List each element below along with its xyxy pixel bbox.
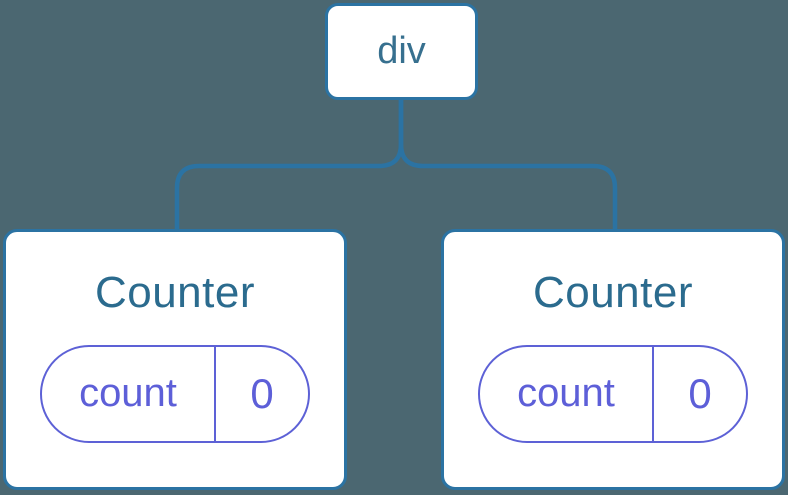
state-value-cell: 0: [654, 347, 746, 441]
counter-title: Counter: [94, 268, 256, 317]
state-pill: count 0: [478, 344, 748, 443]
connector-left-branch: [174, 99, 404, 231]
state-pill: count 0: [40, 344, 310, 443]
connector-right-branch: [398, 99, 618, 231]
state-value-label: 0: [250, 369, 274, 417]
state-key-label: count: [517, 371, 615, 416]
state-value-label: 0: [688, 369, 712, 417]
state-key-label: count: [79, 371, 177, 416]
state-key-cell: count: [42, 346, 216, 441]
root-node-label: div: [377, 30, 426, 72]
state-value-cell: 0: [216, 347, 308, 441]
tree-node-counter-2: Counter count 0: [441, 229, 785, 490]
tree-node-counter-1: Counter count 0: [3, 229, 347, 490]
state-key-cell: count: [480, 346, 654, 441]
tree-node-div: div: [325, 3, 478, 100]
counter-title: Counter: [532, 268, 694, 317]
